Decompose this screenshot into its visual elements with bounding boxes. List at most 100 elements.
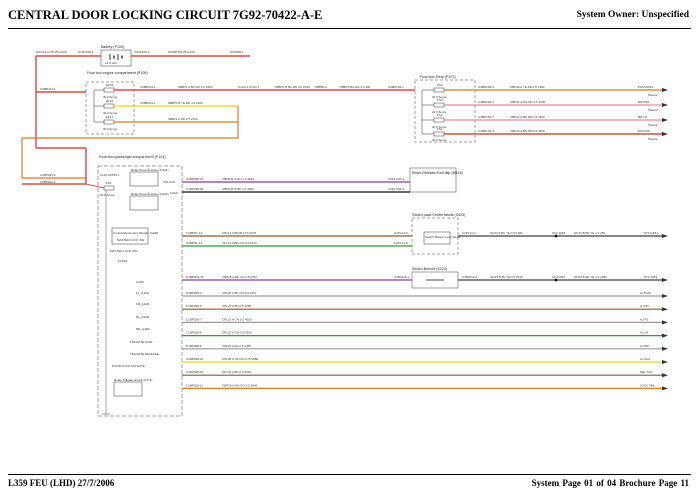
splice-point — [554, 234, 558, 238]
wire-label: C4F2 04A-1 — [388, 177, 405, 181]
wire-label: C3R0119-2 — [462, 275, 477, 279]
relay-k201 — [129, 171, 159, 187]
fuse-fs1 — [433, 131, 445, 137]
fuse-f25 — [103, 185, 115, 191]
harness-destination-label: REL TAIL — [640, 370, 653, 374]
footer-page-numbers: System Page 01 of 04 Brochure Page 11 — [531, 478, 689, 488]
wire-label: C4F2 04A-1 — [388, 187, 405, 191]
wire-label: ST0 1048 — [552, 231, 565, 235]
fusebox-engine-label: Fuse box-engine compartment (P108) — [87, 71, 148, 75]
wire-label: C48RC04-4 — [478, 100, 494, 104]
rear-fuses: FS2 20.0 Amps FS3 20.0 Amps FS4 20.0 Amp… — [422, 83, 447, 142]
wire-label: C48RC03-1 — [388, 85, 404, 89]
ef17-to-passenger-wire — [21, 106, 239, 179]
harness-wire-label: CBP28 A GN OG 0.5 6840 — [222, 383, 258, 387]
wire-label: CBP25 A BK OG 0.5 2700 — [222, 275, 257, 279]
input-master-lock: MASTER LOCK SW — [110, 249, 137, 253]
fuse-rating: 30.0 Amps — [103, 127, 118, 131]
harness-destination-label: AJ PS — [640, 317, 648, 321]
fuse-label: FS3 — [437, 98, 443, 102]
harness-terminal — [662, 373, 668, 378]
wire-label: ST0 G48-1 — [644, 231, 659, 235]
fuse-label: FS1 — [437, 127, 443, 131]
harness-connector-label: C1BP028-6 — [186, 304, 202, 308]
destination-label: RR PSH — [638, 100, 649, 104]
page-title: CENTRAL DOOR LOCKING CIRCUIT 7G92-70422-… — [8, 8, 323, 22]
wire-label: GD13 B BK YE 1.0 280 — [574, 231, 605, 235]
relay-label: Relay-Tailgate unlock (K274) — [114, 378, 152, 382]
harness-wire-label: CPL24 A YE 0.5 4450 — [222, 344, 251, 348]
footer-vehicle-date: L359 FEU (LHD) 27/7/2006 — [8, 478, 115, 488]
wire-label: SBB70 B BU RD 4.0 2310 — [275, 85, 310, 89]
wire-label: C2PL13-8 — [394, 241, 408, 245]
harness-connector-label: C1BP028-8 — [186, 331, 202, 335]
wire-label: C9C028-1 — [230, 50, 244, 54]
wire-label: C48RC03-3 — [478, 85, 494, 89]
wire-label: SBB71 A RD 2.5 2100 — [168, 117, 198, 121]
rear-output-terminals — [662, 88, 668, 136]
fusebox-passenger-label: Fuse box-passenger compartment (P101) — [99, 155, 166, 159]
sheet-ref: Sheet2 — [648, 93, 658, 97]
relay-label: Relay-Fuse Services (K201) — [131, 168, 169, 172]
relay-label: Relay-Fuse Services (K202) — [131, 192, 169, 196]
wire-label: 0D338 RD 25 0.235 — [168, 50, 195, 54]
destination-label: PCM DR — [638, 129, 651, 133]
sheet-ref: Sheet2 — [648, 108, 658, 112]
harness-destination-label: ALTNAV — [640, 291, 651, 295]
wire-label: CBP40 A YE RD 2.5 4300 — [510, 85, 545, 89]
cem-box — [111, 227, 149, 245]
wire-label: C2PL13-9 — [394, 231, 408, 235]
harness-connector-label: C1BP028-3 — [186, 291, 202, 295]
wire-label: C3R0119-1 — [394, 275, 409, 279]
wire-label: CBPD41 B BK 1.0 4810 — [222, 187, 254, 191]
fuse-rating: 30.0 Amps — [103, 95, 118, 99]
wire-label: CPL13 A BN OG 0.5 1070 — [222, 241, 257, 245]
wire-label: C1BP0C-12 — [186, 231, 202, 235]
wire-label: C1BP023-2 — [40, 173, 56, 177]
harness-terminal — [662, 360, 668, 364]
input-door-lock-tailgate: DOOR LOCK TAILGATE — [112, 364, 145, 368]
wire-label: C10C028-1 — [78, 50, 94, 54]
fuse-label: EF17 — [106, 115, 114, 119]
fuse-rating: 30.0 Amps — [103, 111, 118, 115]
input-ajar: AJAR — [136, 280, 145, 284]
harness-connector-label: C1BP028-15 — [186, 370, 204, 374]
harness-terminal — [662, 346, 668, 351]
system-owner: System Owner: Unspecified — [576, 10, 689, 20]
harness-wire-label: CPL21 A BN 0.5 4250 — [222, 304, 252, 308]
fuse-label: EF16 — [106, 99, 114, 103]
wire-label: C1BP0C-14 — [186, 241, 202, 245]
fuse-rating: 20.0 Amps — [432, 138, 447, 142]
wire-label: SBB70 A BK RD 4.0 1900 — [178, 85, 213, 89]
fuse-rating: 20.0 Amps — [432, 110, 447, 114]
input-fl-ajar: FL_AJAR — [136, 291, 150, 295]
harness-destination-label: AJ TAIL — [640, 357, 651, 361]
fuse-label: FS4 — [437, 113, 443, 117]
wire-label: C1BP028-07 — [186, 177, 204, 181]
wire-label: GD13 A BK YE 0.5 1280 — [490, 231, 523, 235]
wire-label: SBB70 BU RD 4.0 300 — [340, 85, 371, 89]
input-rl-ajar: RL_AJAR — [136, 315, 150, 319]
wire-label: C1C0 2 C1C0 1 — [238, 85, 260, 89]
harness-terminal — [662, 294, 668, 298]
input-rr-ajar: RR_AJAR — [136, 327, 151, 331]
battery-box — [100, 49, 132, 67]
harness-connector-label: C1BP028-11 — [186, 383, 203, 387]
input-kl15: KL15A — [118, 259, 127, 263]
relay-k274 — [113, 381, 143, 397]
kl30-label: KL30 SUPPLY — [100, 173, 119, 177]
lock-label: LOCK — [170, 191, 178, 195]
fuse-label: EF15 — [106, 83, 114, 87]
wire-label: ST0 1053 — [552, 275, 565, 279]
fusebox-rear — [414, 79, 476, 143]
sheet-ref: Sheet2 — [648, 123, 658, 127]
wire-label: C48RC04-7 — [478, 115, 494, 119]
motor-fuel-flap-label: Motor-Release-Fuel flap (M118) — [412, 171, 463, 175]
wire-label: C1BP028-06 — [186, 187, 204, 191]
harness-wire-label: CPL20 A BK OG 0.5 2110 — [222, 291, 257, 295]
destination-label: PCM PASS — [638, 85, 653, 89]
wire-label: C48RC04-3 — [478, 129, 494, 133]
switch-pack-label: Switch pack-Centre fascia (S425) — [412, 213, 465, 217]
wire-label: CPL13 A BN BU 0.5 1070 — [222, 231, 257, 235]
